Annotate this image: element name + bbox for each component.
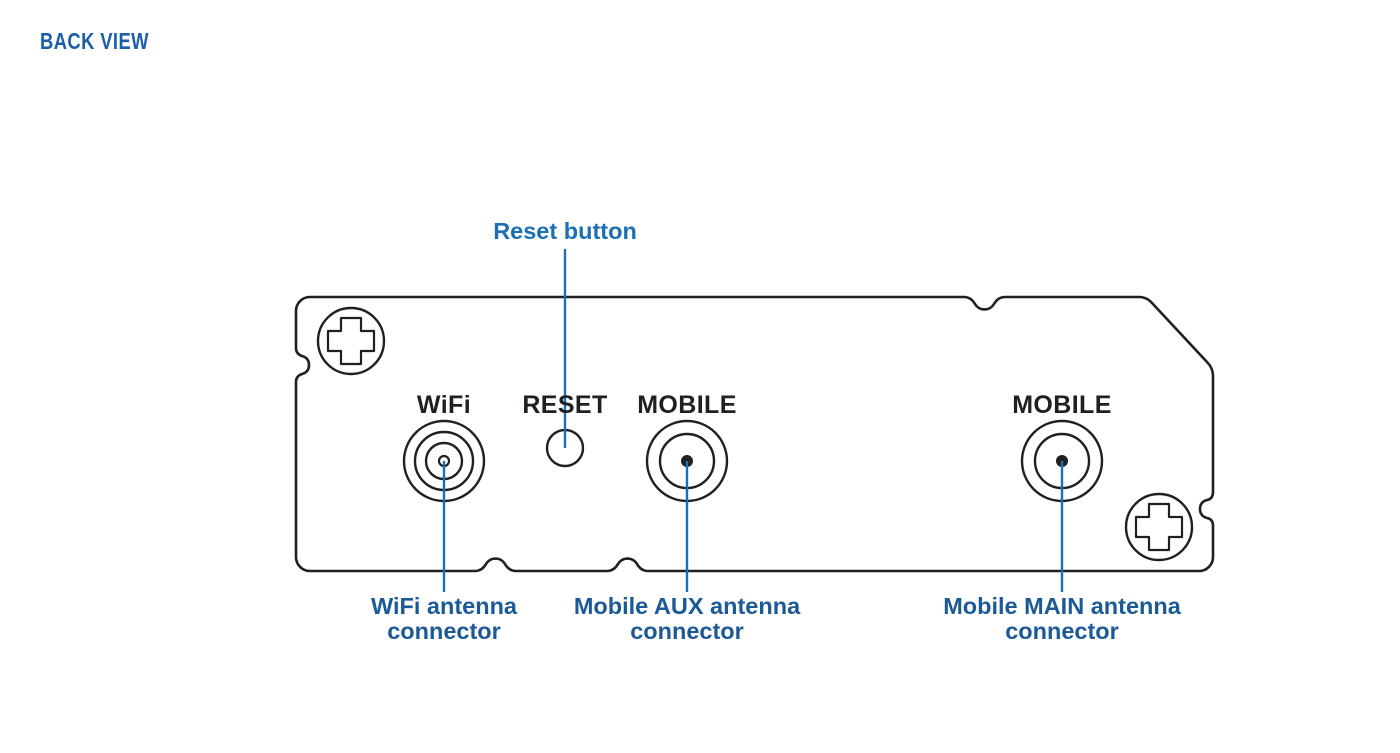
port-label-mobile-aux: MOBILE	[637, 391, 737, 419]
callout-line: connector	[630, 618, 744, 645]
callout-mobile-aux-antenna-connector: Mobile AUX antenna connector	[573, 593, 801, 645]
callout-reset-button: Reset button	[493, 218, 637, 244]
port-label-reset: RESET	[522, 391, 607, 419]
callout-line: WiFi antenna	[370, 593, 518, 619]
port-label-mobile-main: MOBILE	[1012, 391, 1112, 419]
callout-line: Mobile AUX antenna	[573, 593, 801, 619]
callout-line: connector	[387, 618, 501, 645]
phillips-cross-icon	[1134, 502, 1184, 552]
screw-bottom-right	[1124, 492, 1194, 562]
screw-top-left	[316, 306, 386, 376]
phillips-cross-icon	[326, 316, 376, 366]
device-outline	[294, 295, 1215, 573]
port-label-wifi: WiFi	[417, 391, 471, 419]
callout-line: Reset button	[493, 218, 637, 244]
callout-line: connector	[1005, 618, 1119, 645]
callout-line: Mobile MAIN antenna	[943, 593, 1181, 619]
page-title: BACK VIEW	[40, 28, 149, 54]
callout-mobile-main-antenna-connector: Mobile MAIN antenna connector	[943, 593, 1181, 645]
callout-wifi-antenna-connector: WiFi antenna connector	[370, 593, 518, 645]
